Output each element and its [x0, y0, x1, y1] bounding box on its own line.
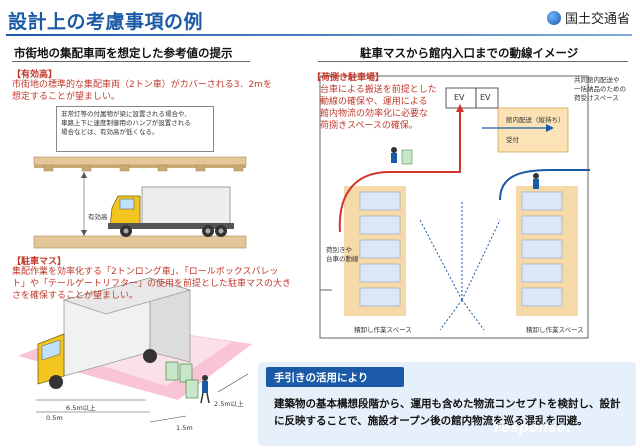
- effective-height-label: 有効高: [88, 213, 108, 221]
- parking-label: 【駐車マス】: [12, 257, 67, 267]
- dim-clear-label: 1.5m: [176, 424, 193, 432]
- watermark-logo: response.: [494, 420, 572, 436]
- right-heading-rule: [318, 61, 628, 62]
- ministry-brand: 国土交通省: [546, 8, 630, 27]
- height-text-1: 市街地の標準的な集配車両（2トン車）がカバーされる3．2mを: [12, 80, 272, 90]
- shared-receiving-2: 一括納品のための: [574, 85, 626, 93]
- cart-route-label-1: 荷別きや: [326, 246, 352, 254]
- note-line-1: 非常灯等の付属物が梁に設置される場合や、: [61, 110, 191, 118]
- garage-section-drawing: [33, 156, 247, 249]
- manual-text: 建築物の基本構想段階から、運用も含めた物流コンセプトを検討し、設計に反映すること…: [274, 398, 621, 427]
- unload-area-right: 積卸し作業スペース: [526, 326, 584, 334]
- cart-route-label-2: 台車の動線: [326, 255, 359, 263]
- flow-text-3: 館内物流の効率化に必要な: [320, 109, 429, 119]
- page-header: 設計上の考慮事項の例 国土交通省: [0, 0, 640, 38]
- height-label: 【有効高】: [12, 70, 58, 80]
- height-text-2: 想定することが望ましい。: [12, 92, 121, 102]
- parking-plan-drawing: [319, 75, 590, 339]
- title-rule: [6, 34, 632, 36]
- right-section-heading: 駐車マスから館内入口までの動線イメージ: [360, 46, 579, 60]
- page-title: 設計上の考慮事項の例: [8, 11, 204, 33]
- ev-label-2: EV: [480, 93, 491, 102]
- shared-receiving-3: 荷受けスペース: [574, 94, 619, 102]
- dim-width-label: 2.5m以上: [214, 400, 244, 408]
- shared-receiving-1: 共同館内配送や: [574, 76, 620, 84]
- parking-text-1: 集配作業を効率化する「2トンロング車」、「ロールボックスパレッ: [12, 267, 279, 277]
- reception-label: 受付: [506, 136, 519, 144]
- flow-text-2: 動線の確保や、運用による: [320, 97, 428, 107]
- unload-area-left: 積卸し作業スペース: [354, 326, 412, 334]
- flow-label: 【荷捌き駐車場】: [312, 73, 385, 83]
- inbound-delivery-label: 館内配送（縦持ち）: [506, 116, 565, 124]
- dim-length-label: 6.5m以上: [66, 404, 96, 412]
- height-note-box: 非常灯等の付属物が梁に設置される場合や、 車路上下に速度制御用のハンプが設置され…: [56, 106, 214, 152]
- parking-text-3: さを確保することが望ましい。: [12, 291, 139, 301]
- dim-small-label: 0.5m: [46, 414, 63, 422]
- ev-label-1: EV: [454, 93, 465, 102]
- note-line-3: 場合などは、有効高が低くなる。: [61, 128, 159, 136]
- flow-text-4: 荷捌きスペースの確保。: [320, 121, 418, 131]
- parking-text-2: ト」や「テールゲートリフター」の使用を前提とした駐車マスの大き: [12, 279, 292, 289]
- ministry-logo-icon: [546, 10, 561, 25]
- truck-lift-drawing: [18, 277, 252, 423]
- ministry-name: 国土交通省: [564, 12, 630, 27]
- manual-tag: 手引きの活用により: [266, 367, 404, 387]
- note-line-2: 車路上下に速度制御用のハンプが設置される: [61, 119, 191, 127]
- left-section-heading: 市街地の集配車両を想定した参考値の提示: [14, 46, 233, 60]
- flow-text-1: 台車による搬送を前提とした: [320, 85, 437, 95]
- left-heading-rule: [12, 61, 250, 62]
